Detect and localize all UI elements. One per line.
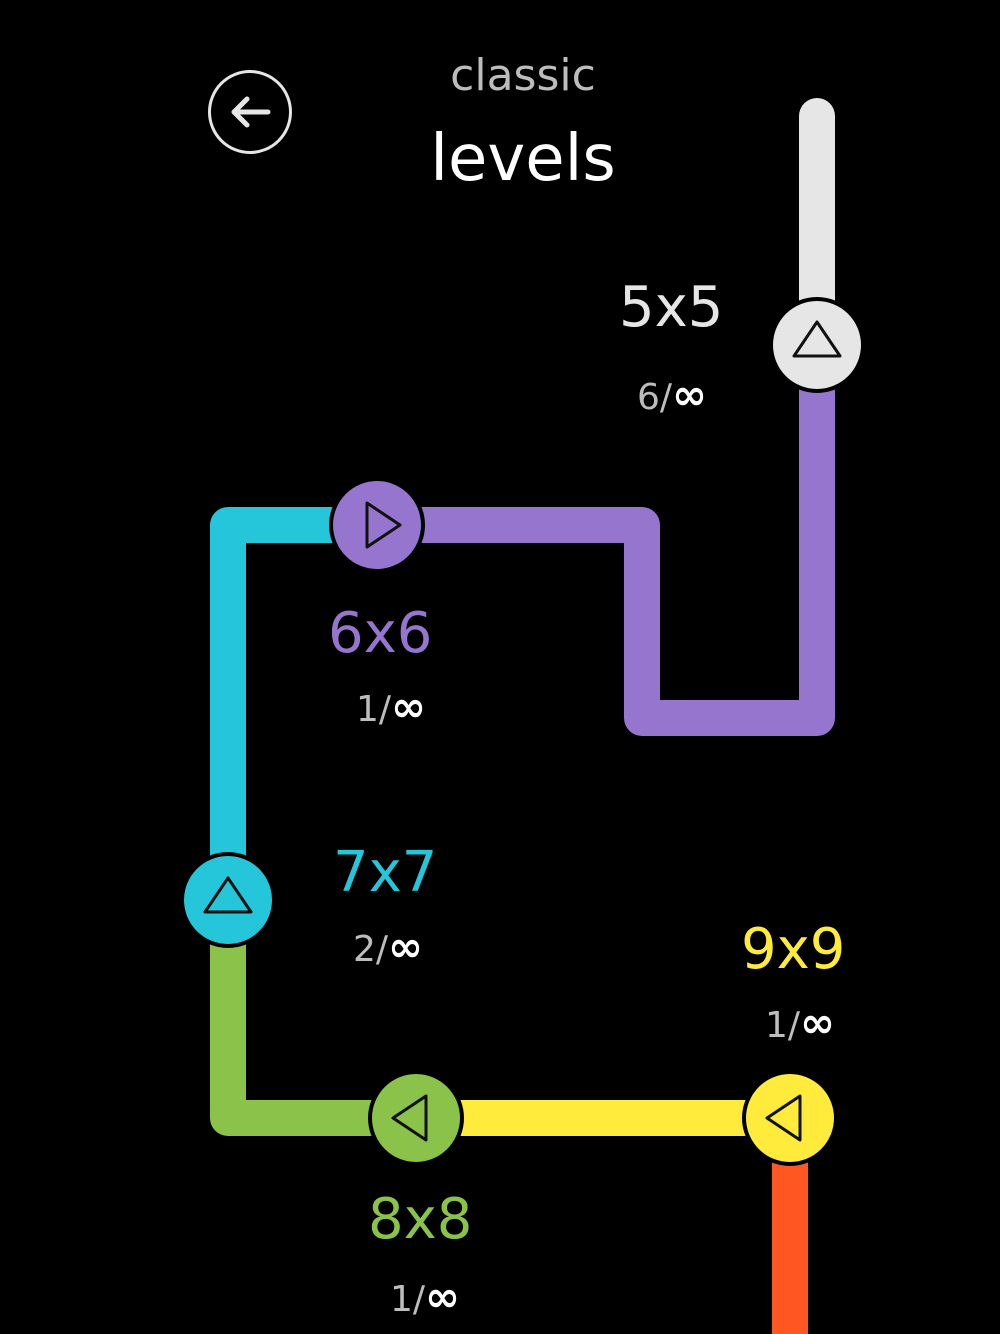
progress-count: 1/ [356,689,392,730]
progress-count: 1/ [765,1005,801,1046]
path-segment-next [772,1160,808,1334]
level-size-8x8: 8x8 [368,1187,473,1252]
triangle-right-icon [365,501,402,549]
triangle-up-icon [792,320,842,358]
level-node-6x6[interactable] [329,477,425,573]
level-size-9x9: 9x9 [741,917,846,982]
triangle-left-icon [765,1094,802,1142]
path-segment-7x7 [210,507,395,918]
page-title: levels [430,122,616,196]
path-segment-6x6 [359,327,835,736]
path-segment-8x8 [210,882,434,1136]
progress-count: 2/ [353,929,389,970]
progress-count: 6/ [637,377,673,418]
back-button[interactable] [208,70,292,154]
progress-total: ∞ [800,998,836,1047]
level-node-9x9[interactable] [742,1070,838,1166]
level-progress-5x5: 6/∞ [637,374,707,416]
triangle-up-icon [203,876,253,914]
triangle-left-icon [391,1094,428,1142]
level-progress-9x9: 1/∞ [765,1002,835,1044]
progress-count: 1/ [390,1279,426,1320]
level-size-6x6: 6x6 [328,601,433,666]
level-size-7x7: 7x7 [333,840,438,905]
level-node-5x5[interactable] [769,297,865,393]
level-progress-8x8: 1/∞ [390,1276,460,1318]
progress-total: ∞ [425,1272,461,1321]
level-progress-7x7: 2/∞ [353,926,423,968]
level-size-5x5: 5x5 [619,275,724,340]
level-node-8x8[interactable] [368,1070,464,1166]
mode-subtitle: classic [450,50,596,101]
progress-total: ∞ [672,370,708,419]
progress-total: ∞ [388,922,424,971]
progress-total: ∞ [391,682,427,731]
level-node-7x7[interactable] [180,852,276,948]
level-progress-6x6: 1/∞ [356,686,426,728]
arrow-left-icon [231,96,271,128]
